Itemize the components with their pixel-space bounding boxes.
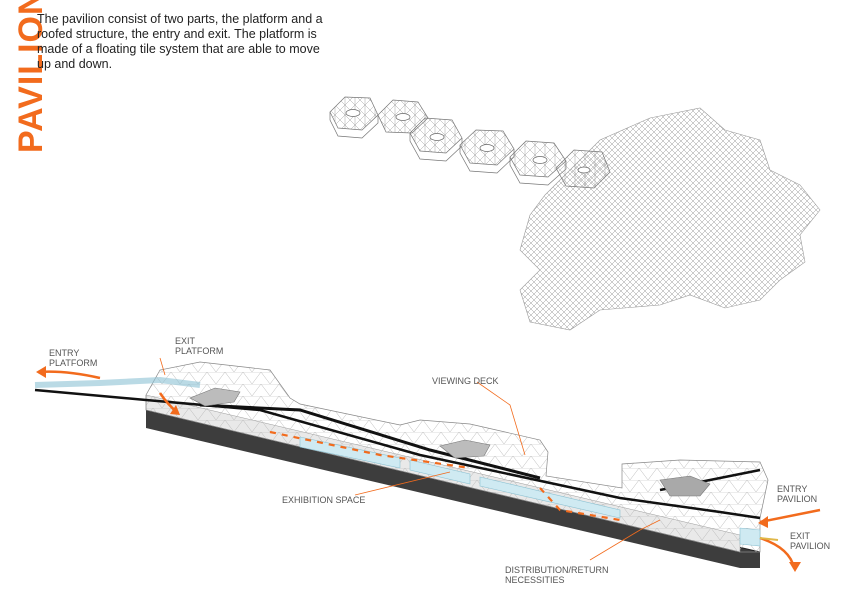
label-entry-pavilion: ENTRY PAVILION: [777, 484, 818, 504]
label-viewing-deck: VIEWING DECK: [432, 376, 499, 386]
ground-slab: [146, 410, 760, 568]
label-exit-platform: EXIT PLATFORM: [175, 336, 224, 356]
upper-deck-line: [199, 403, 541, 480]
label-exit-pavilion: EXIT PAVILION: [790, 531, 831, 551]
label-exhibition-space: EXHIBITION SPACE: [282, 495, 366, 505]
entry-ramp: [34, 388, 761, 520]
circulation-route: [269, 430, 621, 522]
intro-text: The pavilion consist of two parts, the p…: [37, 12, 323, 71]
label-entry-platform: ENTRY PLATFORM: [49, 348, 98, 368]
label-distribution-return: DISTRIBUTION/RETURN NECESSITIES: [505, 565, 609, 585]
